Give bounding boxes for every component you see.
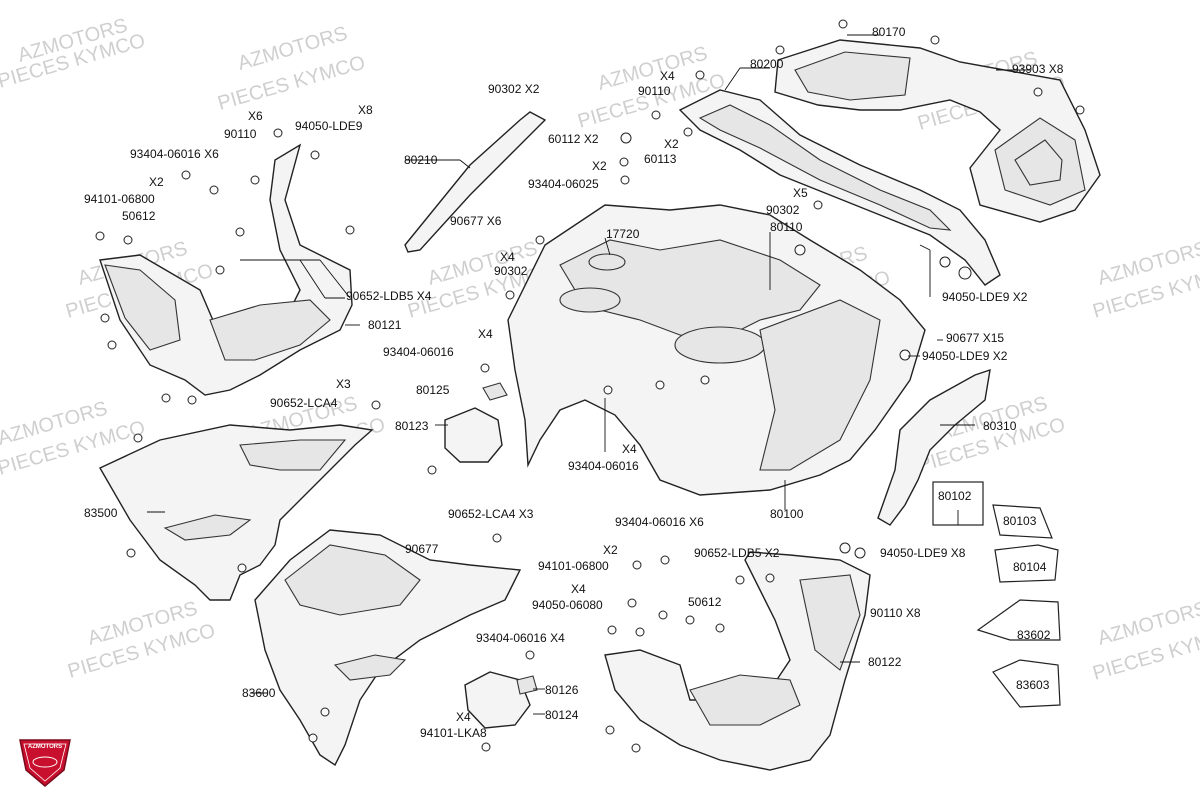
part-label: 80103 [1003,514,1037,528]
part-label: 94050-06080 [532,598,603,612]
decal-83603 [992,659,1061,708]
part-left-front-fender [99,424,374,601]
part-label: 80126 [545,683,579,697]
logo-text: AZMOTORS [28,744,62,750]
part-label: 80200 [750,57,784,71]
decal-parts [932,481,1061,708]
part-label: 83603 [1016,678,1050,692]
part-label: 80123 [395,419,429,433]
part-rear-panel [678,89,1001,286]
part-label: X4 [571,582,586,596]
part-label: 90302 X2 [488,82,540,96]
part-label: X8 [358,103,373,117]
part-rear-rack [774,39,1101,223]
part-label: 94050-LDE9 X8 [880,546,966,560]
part-labels: 80170 93903 X8 80200 X4 90110 90302 X2 6… [84,25,1064,740]
part-label: X4 [622,442,637,456]
part-label: 60113 [644,152,677,166]
part-label: X4 [478,327,493,341]
part-label: 83500 [84,506,118,520]
part-side-rail [404,111,547,253]
part-label: 80310 [983,419,1017,433]
part-label: X4 [456,710,471,724]
part-label: 93404-06016 [568,459,639,473]
part-label: 93404-06016 X6 [615,515,704,529]
part-label: 80102 [938,489,972,503]
part-label: 93404-06016 [383,345,454,359]
part-label: 80110 [770,220,803,234]
part-label: 94050-LDE9 X2 [942,290,1028,304]
part-label: 90652-LDB5 X4 [346,289,432,303]
part-label: X2 [603,543,618,557]
part-label: 90677 X6 [450,214,502,228]
part-label: 90652-LCA4 X3 [448,507,534,521]
part-label: 94050-LDE9 X2 [922,349,1008,363]
part-right-footrest [604,551,871,771]
part-label: 80125 [416,383,450,397]
part-label: 94101-LKA8 [420,726,487,740]
part-label: 80100 [770,507,804,521]
part-label: 83600 [242,686,276,700]
part-label: 90110 X8 [870,606,921,620]
part-label: 94101-06800 [538,559,609,573]
part-right-fender [877,368,991,526]
part-label: X4 [660,69,675,83]
part-label: X2 [664,137,679,151]
part-label: 50612 [122,209,156,223]
part-label: 50612 [688,595,722,609]
part-label: X4 [500,250,515,264]
part-label: 90677 X15 [946,331,1004,345]
part-label: 93404-06016 X4 [476,631,565,645]
part-label: 90652-LDB5 X2 [694,546,780,560]
part-label: 80210 [404,153,438,167]
part-label: 90110 [224,127,257,141]
leader-lines [147,34,1030,715]
part-label: 17720 [606,227,640,241]
fastener-group [95,19,1085,753]
part-left-footrest [99,143,353,396]
decal-80103 [992,504,1053,539]
part-label: 93404-06025 [528,177,599,191]
part-label: 80170 [872,25,906,39]
azmotors-logo: AZMOTORS [19,739,71,787]
part-label: 60112 X2 [548,132,599,146]
part-label: 94050-LDE9 [295,119,363,133]
part-label: 90302 [766,203,800,217]
decal-83602 [976,599,1061,641]
decal-80104 [994,544,1059,583]
part-label: 90652-LCA4 [270,396,338,410]
part-label: 93404-06016 X6 [130,147,219,161]
part-label: X6 [248,109,263,123]
part-label: X5 [793,186,808,200]
part-label: X2 [149,175,164,189]
part-main-body [507,204,926,496]
part-label: X3 [336,377,351,391]
part-label: 93903 X8 [1012,62,1064,76]
part-label: X2 [592,159,607,173]
part-label: 80104 [1013,560,1047,574]
part-label: 90677 [405,542,439,556]
part-label: 80121 [368,318,402,332]
part-label: 94101-06800 [84,192,155,206]
part-label: 90302 [494,264,528,278]
part-label: 80122 [868,655,902,669]
part-small-covers [444,382,538,729]
part-left-rear-fender [254,529,522,767]
part-label: 90110 [638,84,671,98]
part-label: 83602 [1017,628,1051,642]
part-label: 80124 [545,708,579,722]
